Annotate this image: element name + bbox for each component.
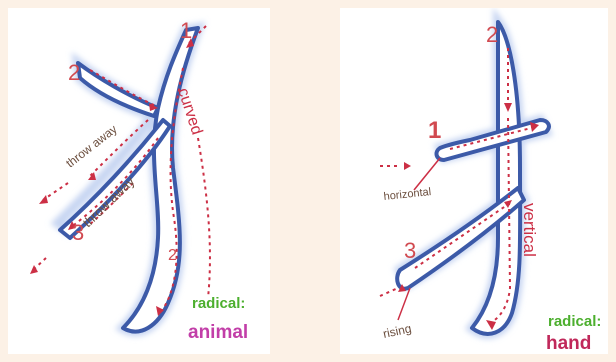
- stroke-number-1: 1: [180, 18, 192, 43]
- radical-label: radical:: [548, 313, 601, 330]
- radical-strokes: [397, 22, 549, 334]
- label-horizontal: horizontal: [383, 186, 432, 203]
- radical-value: animal: [188, 322, 248, 343]
- stroke-number-3: 3: [404, 238, 416, 263]
- stroke-number-2: 2: [486, 22, 498, 47]
- radical-label: radical:: [192, 295, 245, 312]
- stroke-number-3: 3: [72, 220, 84, 245]
- stroke-vertical: [472, 22, 520, 334]
- radical-glow: [400, 22, 546, 334]
- animal-radical-drawing: 1 2 3 2 throw away throw away curved rad…: [8, 8, 270, 354]
- hand-radical-panel: 2 1 3 horizontal vertical rising radical…: [340, 8, 608, 354]
- radical-value: hand: [546, 333, 591, 354]
- stroke-number-2: 2: [68, 60, 80, 85]
- hand-radical-drawing: 2 1 3 horizontal vertical rising radical…: [340, 8, 608, 354]
- label-rising: rising: [382, 321, 413, 341]
- animal-radical-panel: 1 2 3 2 throw away throw away curved rad…: [8, 8, 270, 354]
- stroke-number-2b: 2: [168, 247, 177, 264]
- stroke-number-1: 1: [428, 117, 441, 144]
- label-vertical: vertical: [520, 203, 539, 257]
